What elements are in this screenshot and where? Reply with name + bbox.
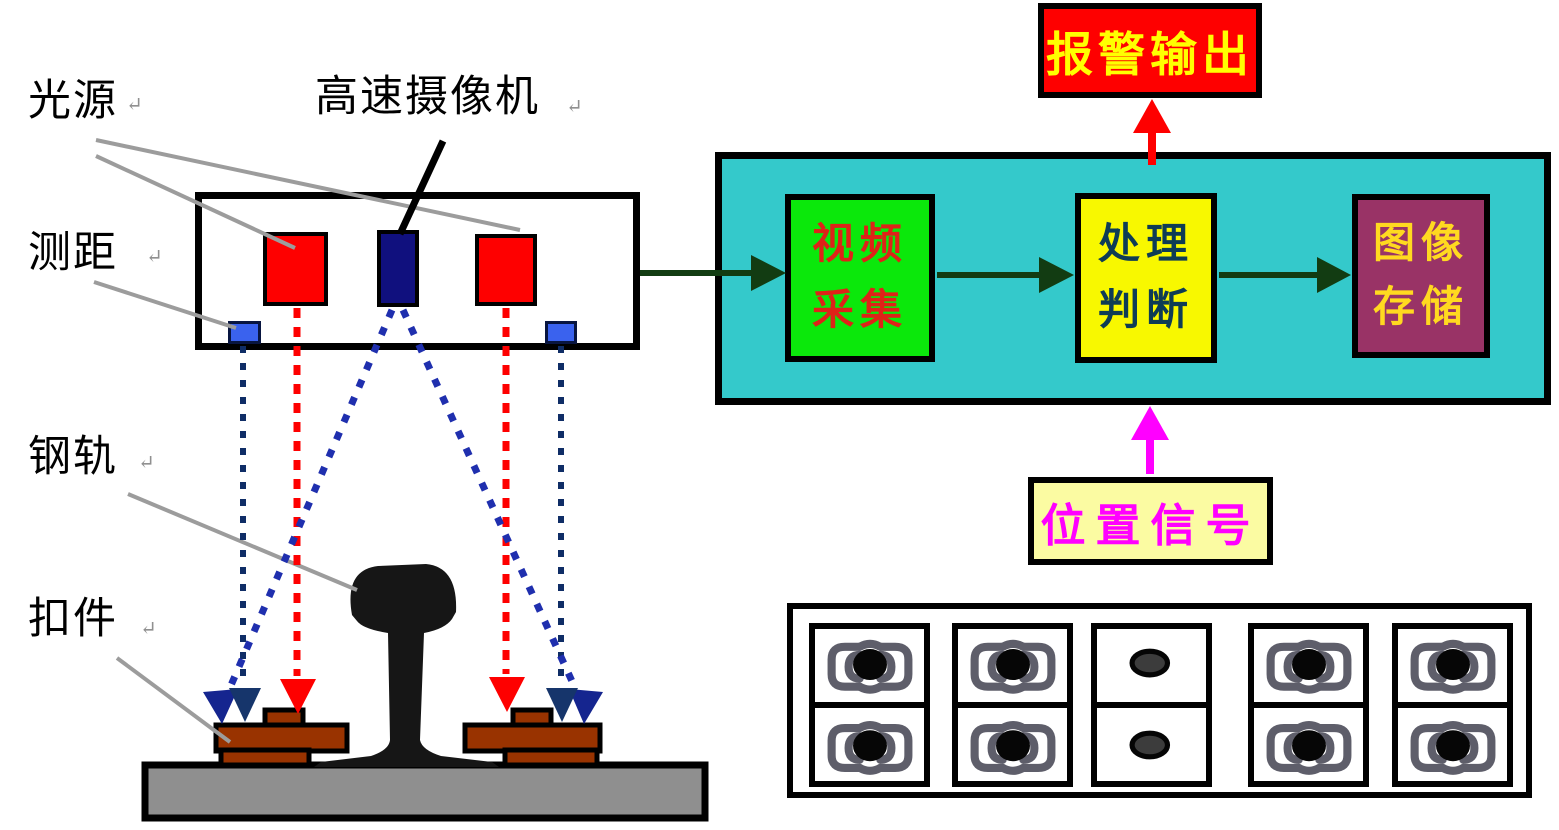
- ranging-sensor-right: [545, 321, 577, 344]
- fastener-sample-cell: [1398, 629, 1507, 702]
- line-break-mark-icon: ↵: [146, 246, 163, 268]
- process-judge-line2: 判断: [1097, 288, 1194, 335]
- fastener-sample-cell: [1398, 702, 1507, 781]
- position-signal-box: 位置信号: [1028, 477, 1273, 565]
- camera-view-beam-left: [225, 308, 396, 692]
- line-break-mark-icon: ↵: [138, 452, 155, 474]
- fastener-sample-cell: [1097, 702, 1206, 781]
- fastener-sample-column-4: [1248, 623, 1369, 787]
- high-speed-camera-unit: [377, 230, 419, 307]
- bolt-only-icon: [1100, 714, 1204, 776]
- line-break-mark-icon: ↵: [140, 618, 157, 640]
- image-storage-line2: 存储: [1372, 285, 1469, 332]
- fastener-right-strip: [502, 747, 600, 768]
- fastener-clip-icon: [1401, 714, 1505, 776]
- fastener-sample-column-5: [1392, 623, 1513, 787]
- line-break-mark-icon: ↵: [126, 94, 143, 116]
- position-signal-arrowhead: [1131, 406, 1169, 440]
- process-judge-line1: 处理: [1097, 221, 1194, 268]
- camera-view-beam-right: [399, 308, 580, 692]
- fastener-clip-icon: [818, 714, 922, 776]
- camera-beam-arrowhead-left: [203, 689, 238, 724]
- fastener-clip-icon: [1257, 635, 1361, 697]
- fastener-sample-column-3-missing-clip: [1091, 623, 1212, 787]
- light-beam-arrowhead-right: [489, 677, 525, 712]
- rail-cross-section: [314, 564, 499, 767]
- alarm-arrowhead: [1133, 99, 1171, 133]
- fastener-sample-cell: [958, 702, 1067, 781]
- sleeper-base: [141, 761, 709, 822]
- fastener-sample-cell: [815, 629, 924, 702]
- ranging-beam-arrowhead-left: [229, 688, 261, 722]
- light-source-right: [475, 234, 537, 306]
- fastener-sample-column-1: [809, 623, 930, 787]
- label-rail: 钢轨: [28, 434, 118, 481]
- light-beam-arrowhead-left: [280, 679, 316, 714]
- fastener-clip-icon: [1401, 635, 1505, 697]
- image-storage-box: 图像 存储: [1352, 194, 1490, 358]
- video-capture-line2: 采集: [811, 288, 908, 334]
- fastener-left-strip: [218, 747, 312, 768]
- alarm-output-box: 报警输出: [1038, 3, 1262, 98]
- image-storage-line1: 图像: [1372, 220, 1469, 267]
- fastener-sample-cell: [1097, 629, 1206, 702]
- fastener-clip-icon: [1257, 714, 1361, 776]
- camera-beam-arrowhead-right: [569, 689, 603, 724]
- fastener-sample-cell: [1254, 702, 1363, 781]
- process-judge-box: 处理 判断: [1075, 193, 1217, 363]
- position-signal-text: 位置信号: [1040, 500, 1261, 551]
- fastener-sample-cell: [815, 702, 924, 781]
- label-light-source: 光源: [28, 78, 118, 125]
- leader-fastener: [115, 656, 232, 744]
- label-ranging: 测距: [28, 230, 118, 277]
- video-capture-box: 视频 采集: [785, 194, 935, 362]
- label-high-speed-camera: 高速摄像机: [315, 74, 540, 121]
- line-break-mark-icon: ↵: [566, 96, 583, 118]
- fastener-sample-cell: [1254, 629, 1363, 702]
- fastener-left-main: [213, 722, 350, 754]
- ranging-beam-arrowhead-right: [546, 688, 578, 722]
- fastener-sample-column-2: [952, 623, 1073, 787]
- rail-fasteners: [213, 707, 603, 768]
- light-source-left: [263, 232, 328, 306]
- fastener-clip-icon: [818, 635, 922, 697]
- fastener-right-tab: [510, 707, 554, 729]
- ranging-sensor-left: [228, 321, 261, 344]
- fastener-left-tab: [262, 707, 306, 729]
- fastener-sample-cell: [958, 629, 1067, 702]
- leader-rail: [127, 492, 358, 592]
- label-fastener: 扣件: [28, 596, 118, 643]
- measurement-beams: [225, 308, 580, 692]
- alarm-output-text: 报警输出: [1046, 30, 1254, 82]
- fastener-clip-icon: [961, 714, 1065, 776]
- video-capture-line1: 视频: [811, 222, 908, 268]
- bolt-only-icon: [1100, 635, 1204, 697]
- fastener-right-main: [462, 722, 603, 754]
- fastener-clip-icon: [961, 635, 1065, 697]
